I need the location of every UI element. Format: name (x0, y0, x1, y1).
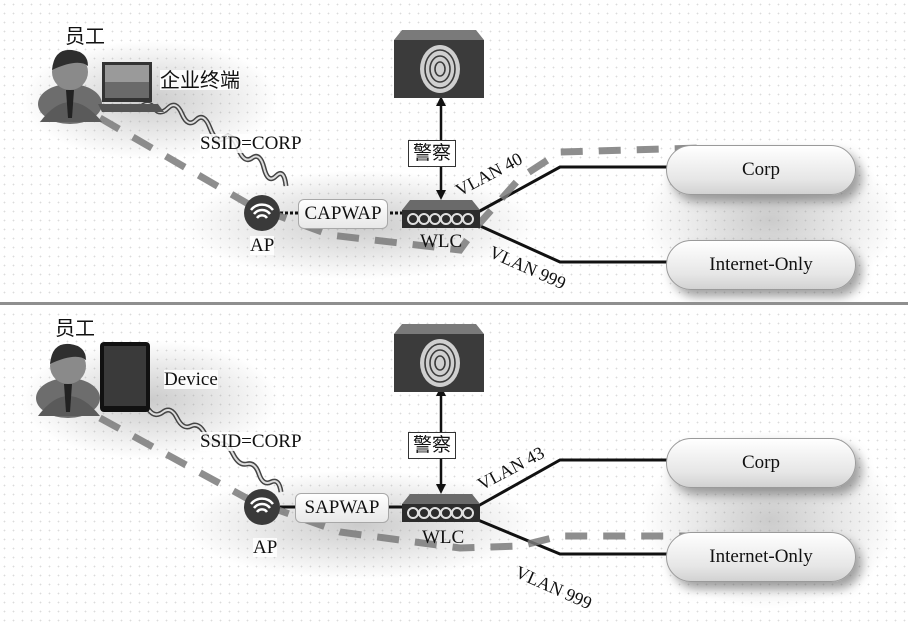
device-label: 企业终端 (160, 68, 240, 92)
employee-icon (38, 49, 102, 124)
vlan-upper-link (477, 458, 668, 508)
access-point-icon (244, 195, 280, 231)
vlan-lower-link (477, 518, 668, 556)
panel-divider (0, 302, 908, 305)
wlc-icon (402, 494, 480, 522)
network-corp: Corp (666, 438, 856, 488)
scenario-corporate-device: 员工 企业终端 SSID=CORP AP CAPWAP (0, 0, 908, 300)
device-label: Device (164, 369, 218, 390)
wlc-label: WLC (422, 527, 465, 548)
fingerprint-icon (394, 324, 484, 392)
wlc-label: WLC (420, 231, 463, 252)
network-corp-label: Corp (742, 159, 780, 180)
ap-label: AP (253, 537, 278, 558)
network-internet-only: Internet-Only (666, 532, 856, 582)
network-corp: Corp (666, 145, 856, 195)
employee-icon (36, 343, 100, 418)
arrow-up-icon (436, 96, 446, 106)
tunnel-label: SAPWAP (304, 497, 380, 518)
policy-label: 警察 (408, 140, 457, 167)
network-internet-only-label: Internet-Only (709, 254, 813, 275)
arrow-down-icon (436, 484, 446, 494)
ap-label: AP (250, 235, 275, 256)
tunnel: SAPWAP (295, 493, 389, 523)
ssid-label: SSID=CORP (200, 431, 302, 452)
wlc-icon (402, 200, 480, 228)
tunnel: CAPWAP (298, 199, 388, 229)
arrow-down-icon (436, 190, 446, 200)
employee-label: 员工 (55, 316, 95, 340)
tablet-icon (100, 342, 150, 412)
access-point-icon (244, 489, 280, 525)
tunnel-label: CAPWAP (304, 203, 382, 224)
scenario-personal-device: 员工 Device SSID=CORP AP SAPWAP (0, 310, 908, 628)
laptop-icon (98, 62, 164, 112)
network-internet-only: Internet-Only (666, 240, 856, 290)
vlan-lower-link (477, 223, 668, 264)
employee-label: 员工 (65, 24, 105, 48)
policy-label: 警察 (408, 432, 457, 459)
network-corp-label: Corp (742, 452, 780, 473)
network-internet-only-label: Internet-Only (709, 546, 813, 567)
shadow (180, 470, 540, 580)
ssid-label: SSID=CORP (200, 133, 302, 154)
fingerprint-icon (394, 30, 484, 98)
